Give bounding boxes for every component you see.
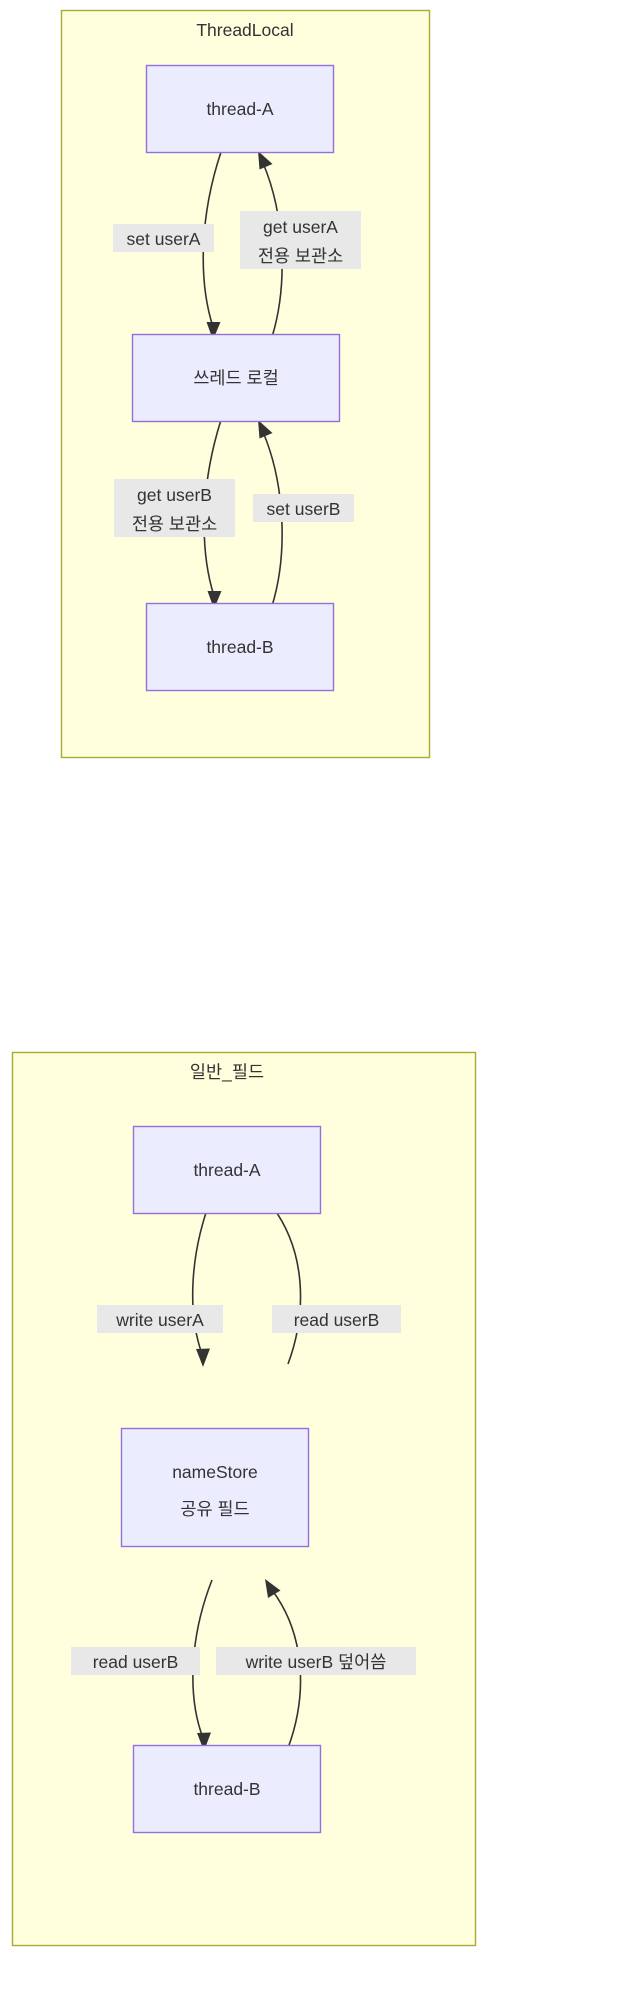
arrowhead-set-userB bbox=[258, 420, 273, 439]
chip-write-userA bbox=[97, 1305, 223, 1333]
arrowhead-get-userB bbox=[207, 591, 222, 609]
chip-get-userA bbox=[240, 211, 361, 269]
node-label-thread-a-1: thread-A bbox=[206, 99, 273, 119]
node-label-thread-b-1: thread-B bbox=[206, 637, 273, 657]
edge-labels-threadlocal: set userA get userA 전용 보관소 get userB 전용 … bbox=[113, 211, 361, 537]
arrowhead-read-userB-down bbox=[197, 1732, 211, 1751]
arrowhead-get-userA bbox=[258, 151, 273, 170]
node-label-namestore-line1: nameStore bbox=[172, 1462, 258, 1482]
chip-read-userB-up bbox=[272, 1305, 401, 1333]
node-thread-b-1[interactable]: thread-B bbox=[145, 602, 335, 692]
chip-write-userB bbox=[216, 1647, 416, 1675]
edge-read-userB-up bbox=[271, 1205, 302, 1365]
cluster-title-threadlocal: ThreadLocal bbox=[196, 20, 293, 40]
node-thread-a-1[interactable]: thread-A bbox=[145, 64, 335, 154]
chip-get-userB bbox=[114, 479, 235, 537]
arrowhead-write-userB bbox=[265, 1579, 281, 1598]
node-label-namestore-line2: 공유 필드 bbox=[180, 1499, 249, 1519]
node-rect-thread-b-2[interactable] bbox=[132, 1744, 322, 1834]
chip-read-userB-down bbox=[71, 1647, 200, 1675]
edge-label-get-userB-line2: 전용 보관소 bbox=[132, 514, 217, 534]
edge-labels-normalfield: write userA read userB read userB write … bbox=[71, 1305, 416, 1675]
node-thread-b-2[interactable]: thread-B bbox=[132, 1744, 322, 1834]
edge-label-write-userA: write userA bbox=[115, 1310, 204, 1330]
node-namestore[interactable]: nameStore 공유 필드 bbox=[120, 1427, 310, 1548]
node-thread-local[interactable]: 쓰레드 로컬 bbox=[131, 333, 341, 423]
edge-label-get-userA-line2: 전용 보관소 bbox=[258, 246, 343, 266]
edge-label-set-userB: set userB bbox=[267, 499, 341, 519]
node-label-thread-local: 쓰레드 로컬 bbox=[193, 368, 278, 388]
edge-label-read-userB-down: read userB bbox=[93, 1652, 179, 1672]
node-rect-thread-local[interactable] bbox=[131, 333, 341, 423]
node-rect-namestore[interactable] bbox=[120, 1427, 310, 1548]
edge-label-set-userA: set userA bbox=[127, 229, 201, 249]
chip-set-userA bbox=[113, 224, 214, 252]
node-thread-a-2[interactable]: thread-A bbox=[132, 1125, 322, 1215]
edge-label-get-userA-line1: get userA bbox=[263, 217, 338, 237]
arrowhead-write-userA bbox=[196, 1348, 210, 1367]
node-label-thread-b-2: thread-B bbox=[193, 1779, 260, 1799]
edge-label-read-userB-up: read userB bbox=[294, 1310, 380, 1330]
node-rect-thread-a-1[interactable] bbox=[145, 64, 335, 154]
arrowhead-set-userA bbox=[206, 322, 221, 340]
node-label-thread-a-2: thread-A bbox=[193, 1160, 260, 1180]
node-rect-thread-b-1[interactable] bbox=[145, 602, 335, 692]
edge-label-get-userB-line1: get userB bbox=[137, 485, 212, 505]
node-rect-thread-a-2[interactable] bbox=[132, 1125, 322, 1215]
cluster-title-normalfield: 일반_필드 bbox=[190, 1062, 264, 1083]
chip-set-userB bbox=[253, 494, 354, 522]
edge-label-write-userB: write userB 덮어씀 bbox=[245, 1652, 387, 1672]
edge-write-userA-visible bbox=[191, 1195, 213, 1355]
